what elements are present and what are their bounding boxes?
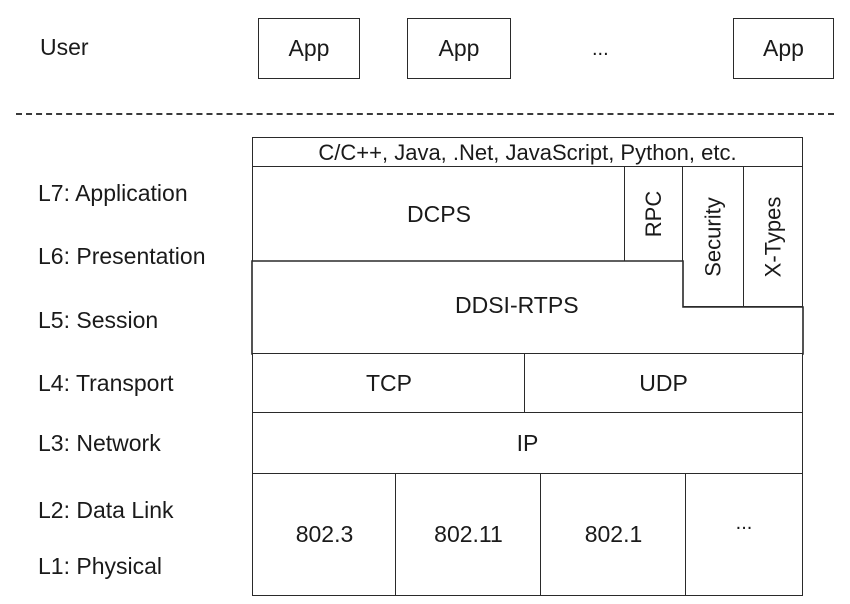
app-ellipsis: ... [592, 38, 609, 60]
app-box-3: App [733, 18, 834, 79]
link-box-80211: 802.11 [395, 473, 542, 596]
tcp-label: TCP [366, 370, 412, 396]
app-box-1: App [258, 18, 360, 79]
rpc-label: RPC [640, 190, 666, 238]
app-box-2: App [407, 18, 511, 79]
link-box-8023: 802.3 [252, 473, 397, 596]
layer-label-l7: L7: Application [38, 180, 188, 206]
layer-label-l6: L6: Presentation [38, 243, 206, 269]
layer-label-l3: L3: Network [38, 430, 161, 456]
link-label-8023: 802.3 [295, 521, 354, 547]
languages-label: C/C++, Java, .Net, JavaScript, Python, e… [318, 139, 737, 165]
layer-label-l2: L2: Data Link [38, 497, 174, 523]
tcp-box: TCP [252, 353, 526, 414]
layer-label-l4: L4: Transport [38, 370, 174, 396]
ip-box: IP [252, 412, 803, 475]
link-box-8021: 802.1 [540, 473, 687, 596]
languages-box: C/C++, Java, .Net, JavaScript, Python, e… [252, 137, 803, 168]
link-label-80211: 802.11 [434, 521, 503, 547]
link-box-more: ... [685, 473, 803, 596]
link-label-more: ... [735, 512, 753, 534]
ddsi-rtps-label: DDSI-RTPS [455, 292, 579, 318]
app-label-2: App [438, 35, 480, 61]
layer-label-l1: L1: Physical [38, 553, 163, 579]
app-label-3: App [763, 35, 804, 61]
dcps-label: DCPS [407, 200, 471, 227]
link-label-8021: 802.1 [584, 521, 643, 547]
user-label: User [40, 34, 89, 60]
layer-label-l5: L5: Session [38, 307, 159, 333]
dcps-box: DCPS [252, 166, 626, 262]
xtypes-box: X-Types [743, 166, 803, 307]
app-label-1: App [288, 35, 330, 61]
udp-box: UDP [524, 353, 803, 414]
udp-label: UDP [639, 370, 688, 396]
security-box: Security [682, 166, 745, 307]
user-kernel-separator [16, 113, 834, 115]
rpc-box: RPC [624, 166, 684, 262]
ip-label: IP [516, 430, 539, 456]
